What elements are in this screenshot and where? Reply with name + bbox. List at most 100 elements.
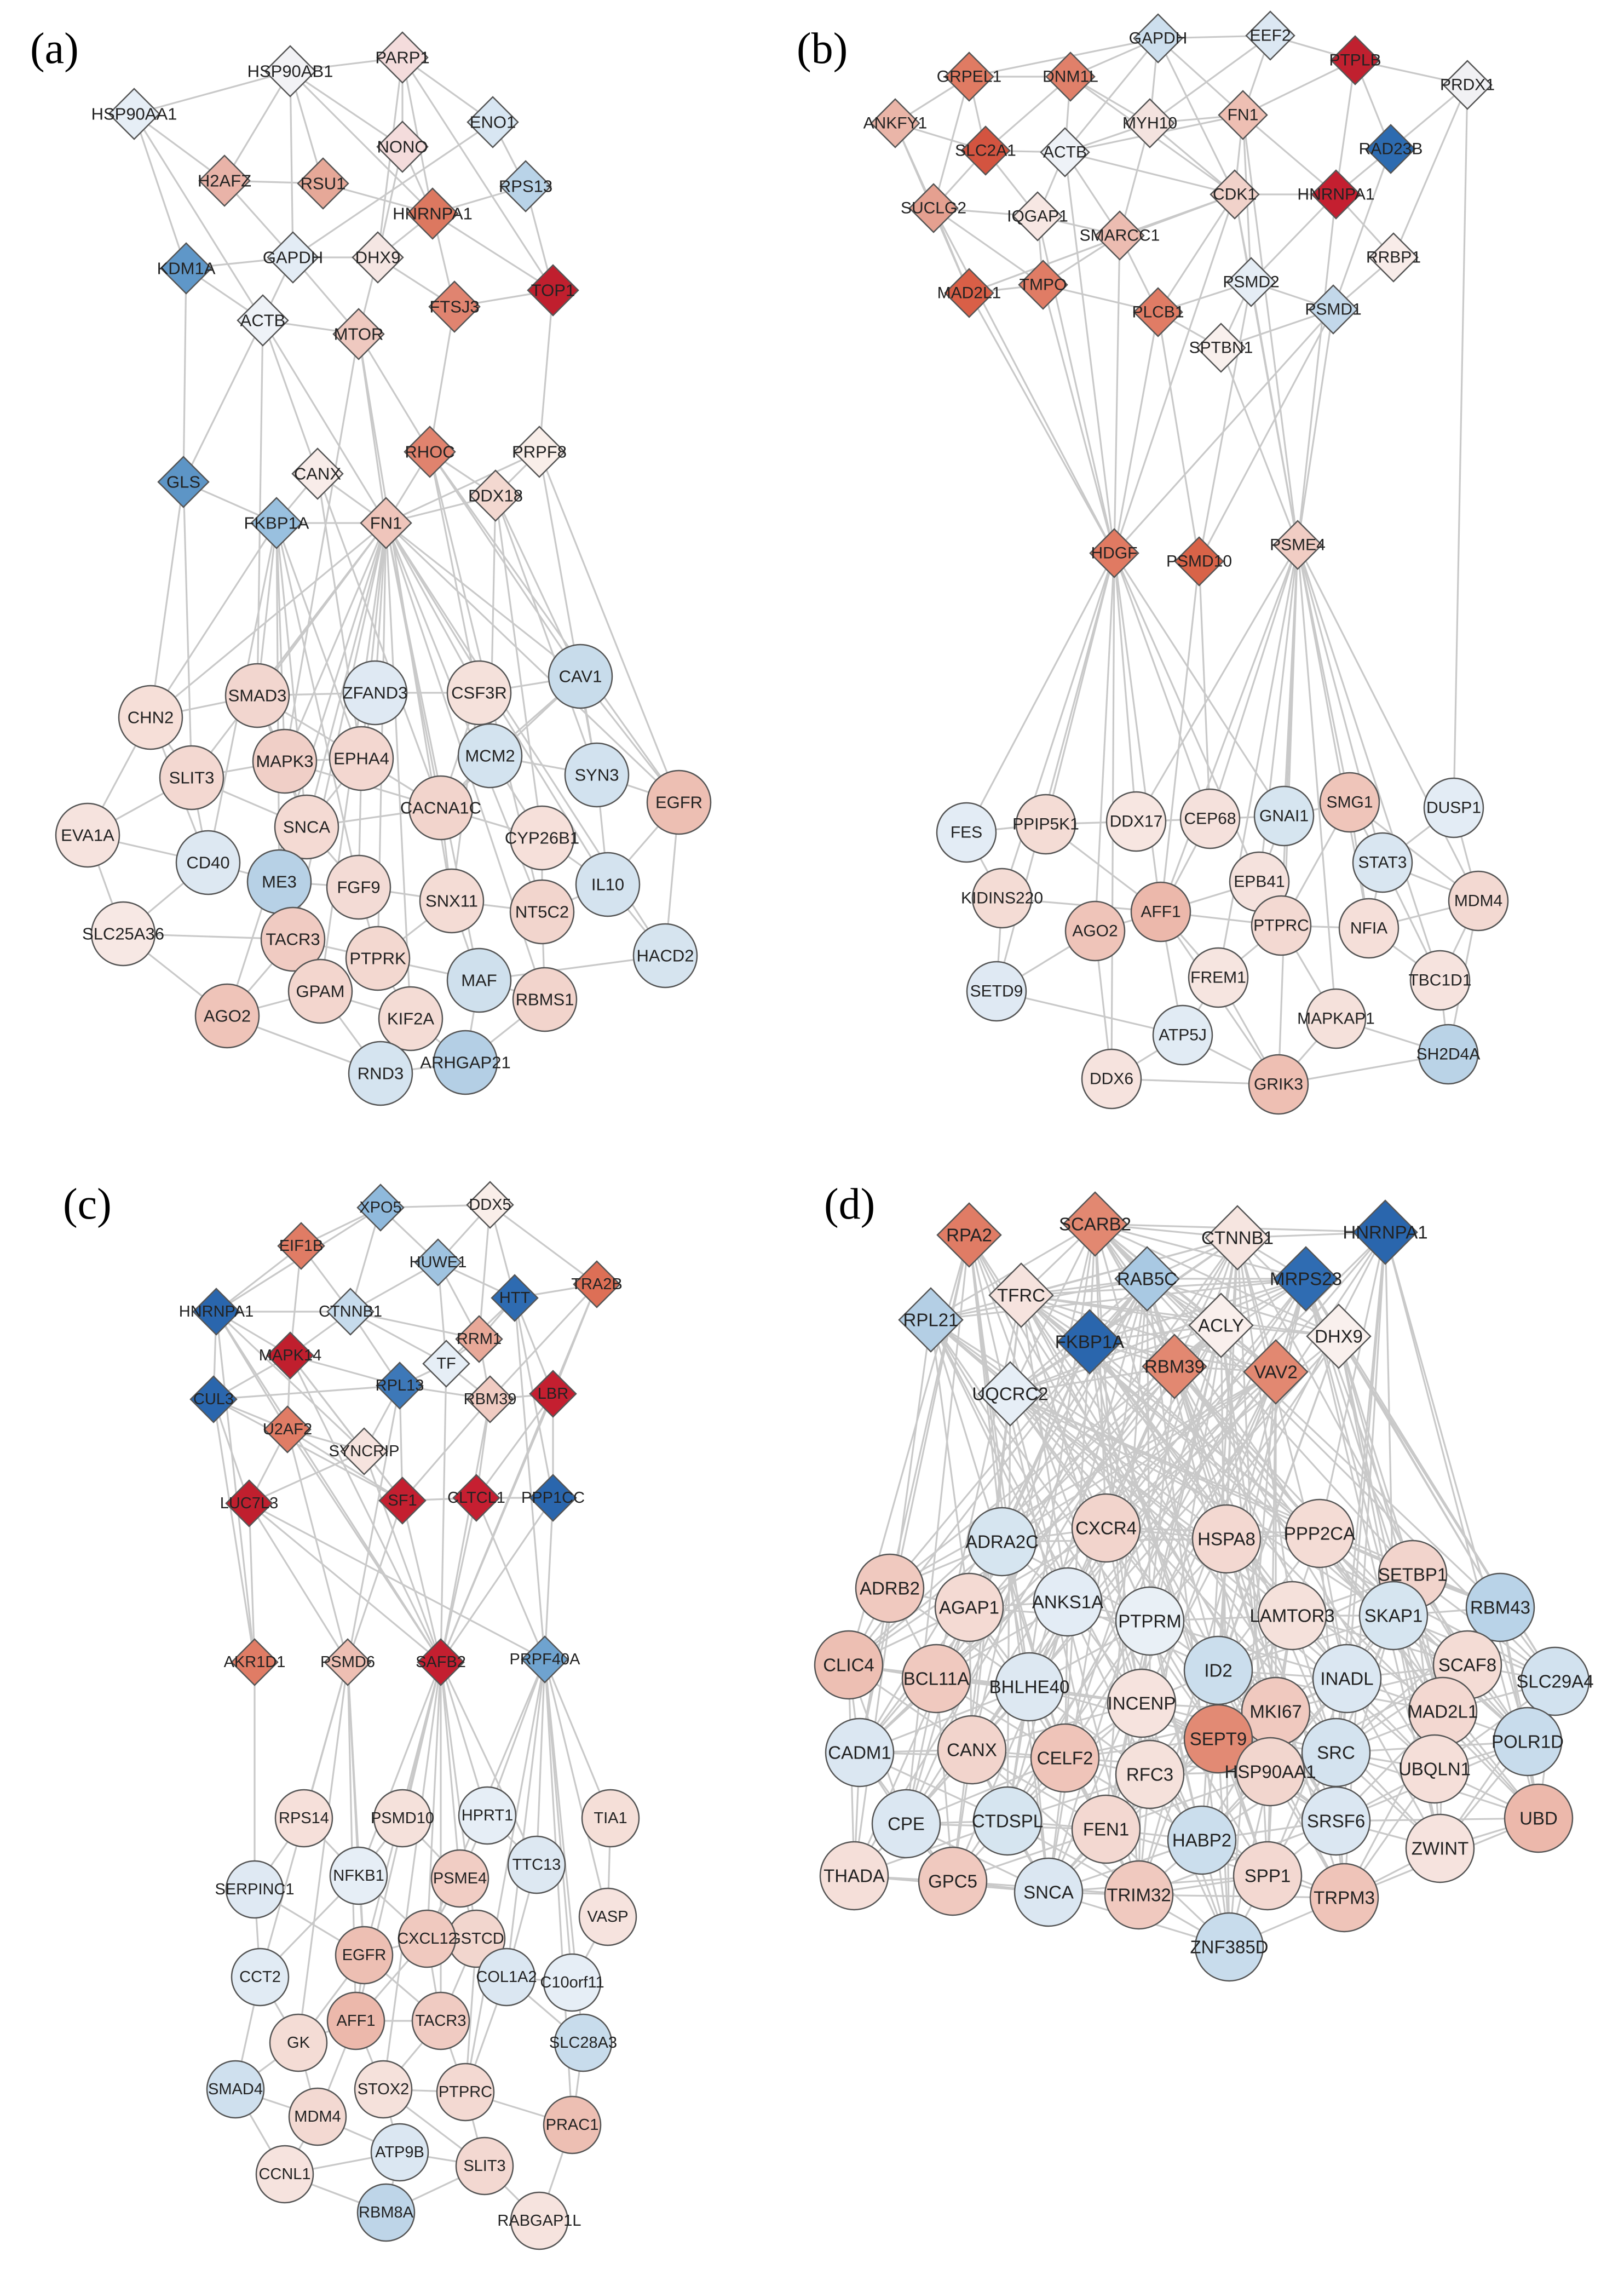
edge-SETD9-ATP5J	[996, 990, 1183, 1036]
node-label: INCENP	[1108, 1693, 1176, 1714]
hub-node-PSMD2: PSMD2	[1223, 257, 1280, 307]
gene-node-SYN3: SYN3	[564, 742, 630, 808]
diamond-marker	[977, 1361, 1043, 1427]
circle-marker	[1233, 1841, 1303, 1911]
circle-marker	[326, 1991, 385, 2050]
node-label: RND3	[358, 1064, 404, 1083]
edges-a	[87, 56, 680, 1075]
gene-node-MDM4: MDM4	[1448, 870, 1509, 932]
node-label: ATP9B	[375, 2144, 424, 2161]
gene-node-INCENP: INCENP	[1107, 1668, 1177, 1738]
edge-FKBP1A-LAMTOR3	[1089, 1341, 1293, 1616]
edge-SMARCC1-HDGF	[1113, 235, 1121, 554]
circle-marker	[225, 1860, 284, 1919]
circle-marker	[446, 947, 512, 1013]
diamond-marker	[1018, 260, 1068, 310]
circle-marker	[378, 986, 444, 1052]
edge-PRPF8-EGFR	[538, 451, 680, 803]
gene-node-CADM1: CADM1	[825, 1717, 895, 1788]
node-label: RBM39	[464, 1391, 517, 1408]
node-label: FREM1	[1190, 969, 1246, 987]
edge-VAV2-CLIC4	[848, 1371, 1276, 1666]
edge-FTSJ3-RHOC	[429, 306, 456, 452]
hub-node-LBR: LBR	[529, 1370, 577, 1418]
diamond-marker	[297, 157, 349, 210]
node-label: DUSP1	[1426, 799, 1481, 817]
edge-DDX18-CYP26B1	[494, 495, 543, 838]
node-label: DDX17	[1110, 813, 1163, 831]
node-label: FKBP1A	[1055, 1332, 1125, 1352]
edge-HSP90AB1-NONO	[290, 70, 403, 148]
panel-label-c: (c)	[63, 1180, 112, 1228]
circle-marker	[1015, 794, 1076, 855]
gene-node-SMG1: SMG1	[1319, 772, 1380, 833]
circle-marker	[194, 983, 260, 1049]
node-label: SLIT3	[169, 768, 215, 788]
edge-VAV2-PTPRM	[1149, 1371, 1277, 1622]
edge-RPL21-AGAP1	[930, 1319, 970, 1608]
diamond-marker	[469, 469, 522, 522]
circle-marker	[356, 2183, 416, 2242]
edge-MAD2L1-CDK1	[969, 193, 1235, 294]
hub-node-HUWE1: HUWE1	[410, 1238, 467, 1286]
circle-marker	[274, 794, 339, 860]
gene-node-ZNF385D: ZNF385D	[1190, 1912, 1269, 1982]
gene-node-PSMD10: PSMD10	[371, 1789, 434, 1848]
hub-node-ANKFY1: ANKFY1	[863, 98, 927, 148]
node-label: MAPK14	[259, 1347, 321, 1364]
hub-node-PSMD6: PSMD6	[320, 1638, 375, 1686]
diamond-marker	[944, 51, 994, 102]
circle-marker	[1358, 1581, 1429, 1651]
circle-marker	[575, 852, 641, 917]
hub-node-AKR1D1: AKR1D1	[224, 1638, 285, 1686]
hub-node-CANX: CANX	[291, 447, 344, 500]
edge-HDGF-CEP68	[1113, 553, 1211, 819]
edge-PSMD10-AFF1	[1160, 561, 1200, 912]
edge-CLTCL1-PRPF40A	[475, 1497, 546, 1660]
diamond-marker	[898, 1287, 964, 1353]
circle-marker	[287, 958, 353, 1024]
diamond-marker	[960, 125, 1011, 176]
edge-PRPF40A-COL1A2	[505, 1659, 546, 1978]
edge-DHX9-SETBP1	[1338, 1336, 1414, 1575]
diamond-marker	[250, 497, 303, 549]
circle-marker	[345, 926, 411, 991]
hub-node-RPS13: RPS13	[499, 160, 552, 212]
node-label: ME3	[262, 872, 297, 892]
node-label: KDM1A	[157, 259, 216, 278]
edge-GAPDH-ACTB	[1064, 37, 1159, 153]
hub-node-FKBP1A: FKBP1A	[1055, 1309, 1125, 1375]
node-label: CACNA1C	[400, 798, 481, 818]
circle-marker	[1409, 950, 1471, 1011]
circle-marker	[564, 742, 630, 808]
edge-GLS-CHN2	[149, 481, 185, 718]
diamond-marker	[1114, 1246, 1180, 1312]
hub-node-HDGF: HDGF	[1089, 528, 1139, 578]
edge-MAPK14-SAFB2	[289, 1355, 442, 1663]
hub-node-HSP90AB1: HSP90AB1	[247, 45, 333, 97]
edge-EIF1B-HNRNPA1	[216, 1245, 302, 1313]
gene-node-SLIT3: SLIT3	[455, 2136, 514, 2196]
gene-node-CXCL12: CXCL12	[397, 1909, 457, 1968]
edge-LUC7L3-PRPF40A	[249, 1502, 545, 1661]
edge-ENO1-GAPDH	[292, 121, 493, 258]
node-label: AFF1	[1141, 903, 1180, 921]
gene-node-TACR3: TACR3	[260, 906, 326, 972]
gene-node-ATP5J: ATP5J	[1152, 1004, 1213, 1066]
edge-SUCLG2-HDGF	[932, 208, 1115, 554]
diamond-marker	[225, 1479, 273, 1527]
edge-PRPF40A-PTPRC	[464, 1659, 546, 2093]
edge-HDGF-AFF1	[1113, 553, 1162, 912]
gene-node-IL10: IL10	[575, 852, 641, 917]
diamond-marker	[466, 1181, 514, 1229]
node-label: CCT2	[239, 1968, 281, 1986]
node-label: SEPT9	[1190, 1729, 1247, 1749]
edge-GAPDH-FN1	[1157, 37, 1244, 116]
edge-CTNNB1-LAMTOR3	[1236, 1237, 1293, 1616]
node-label: LAMTOR3	[1249, 1606, 1334, 1626]
node-label: MAPK3	[256, 752, 313, 771]
edge-CDK1-HDGF	[1113, 194, 1236, 554]
node-label: ADRA2C	[965, 1532, 1039, 1552]
